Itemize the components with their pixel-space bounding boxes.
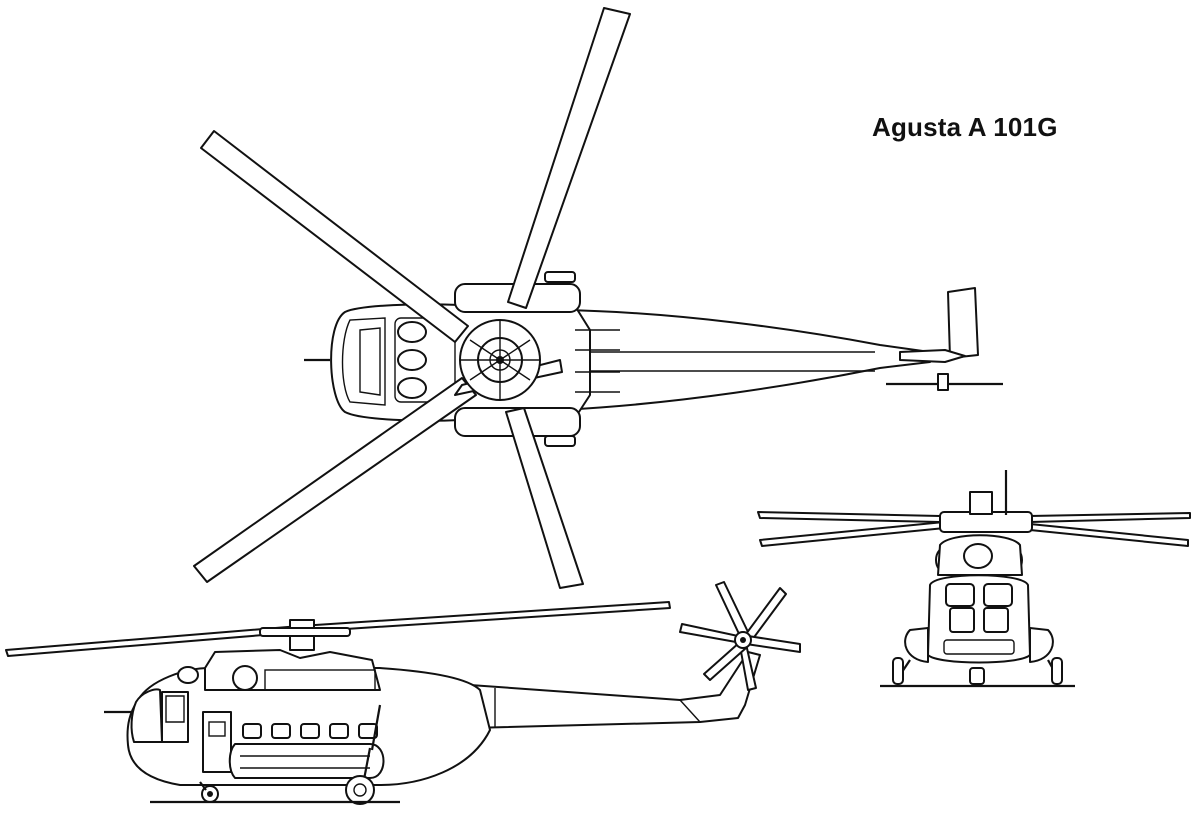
top-tail-fin [947,287,979,359]
side-view [5,581,801,805]
front-wheel-left [892,657,904,685]
front-view [757,470,1191,688]
top-engine-intake [397,321,427,343]
side-cabin-door [202,711,232,773]
drawing-title: Agusta A 101G [872,112,1058,142]
side-cabin-window [300,723,320,739]
side-cabin-window [242,723,262,739]
top-rotor-blade [193,377,477,583]
top-rotor-blade [505,407,584,589]
front-wheel-right [1051,657,1063,685]
top-cockpit-canopy [341,317,386,406]
front-rotor-blade-right [1029,512,1191,523]
side-tail-rotor [679,581,801,691]
front-windshield [945,583,975,607]
side-cabin-window [358,723,378,739]
side-sponson [228,743,385,779]
side-cockpit [130,688,163,743]
front-rotor-blade-left [757,511,941,523]
top-view [193,7,1003,589]
top-tail-boom [559,309,931,411]
side-cabin-window [329,723,349,739]
top-rotor-blade [507,7,631,309]
top-rotor-blade [200,130,469,343]
side-main-wheel [345,775,375,805]
side-cabin-window [271,723,291,739]
